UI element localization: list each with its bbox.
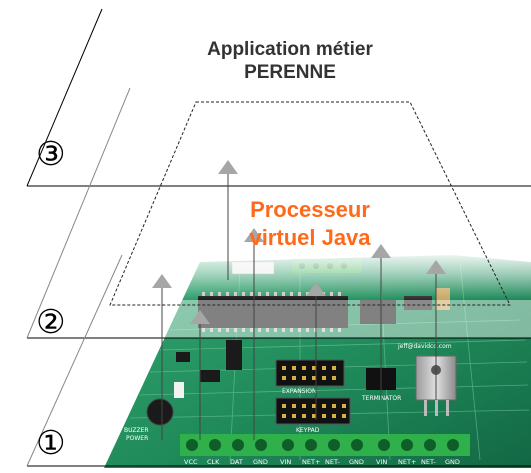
application-title: Application métier PERENNE xyxy=(150,38,430,84)
layer-1-edge xyxy=(26,254,123,467)
processor-label-line2: virtuel Java xyxy=(249,225,371,250)
pin-label: NET- xyxy=(325,458,340,466)
keypad-pins xyxy=(282,404,346,418)
power-switch xyxy=(174,382,184,398)
buzzer xyxy=(146,398,174,426)
regulator-legs xyxy=(424,400,449,416)
microcontroller-chip xyxy=(198,296,348,328)
secondary-chip xyxy=(360,300,396,324)
arrow xyxy=(426,260,446,400)
board-fade xyxy=(170,250,531,300)
arrow xyxy=(306,282,326,420)
pin-label: NET- xyxy=(421,458,436,466)
vm-plane xyxy=(109,101,511,306)
component-small-ic xyxy=(200,370,220,382)
pin-label: CLK xyxy=(207,458,220,466)
keypad-header xyxy=(275,397,351,425)
layer-number-1: ① xyxy=(36,423,66,462)
keypad-label: KEYPAD xyxy=(296,427,320,434)
expansion-pins xyxy=(282,366,336,380)
layer-3-edge xyxy=(26,8,103,187)
processor-label-line1: Processeur xyxy=(250,197,370,222)
layer-number-2: ② xyxy=(36,302,66,341)
component-dip xyxy=(226,340,242,370)
pin-label: VIN xyxy=(280,458,291,466)
pin-label: GND xyxy=(349,458,364,466)
power-label: POWER xyxy=(126,435,148,442)
arrow xyxy=(371,244,391,400)
pin-label: VIN xyxy=(376,458,387,466)
circuit-board: EXPANSION KEYPAD TERMINATOR jeff@davidco… xyxy=(104,250,531,468)
url-label: jeff@davidco.com xyxy=(397,343,452,350)
arrows xyxy=(152,160,446,440)
processor-label: Processeur virtuel Java xyxy=(200,196,420,252)
arrow xyxy=(190,310,210,440)
layer-2-band xyxy=(150,300,531,338)
application-title-line1: Application métier xyxy=(207,39,373,60)
bottom-terminal-screws xyxy=(186,439,459,451)
bottom-terminal-block xyxy=(180,434,470,456)
pin-label: VCC xyxy=(184,458,198,466)
pin-label: DAT xyxy=(230,458,243,466)
pin-label: NET+ xyxy=(398,458,416,466)
buzzer-label: BUZZER xyxy=(124,427,149,434)
expansion-header xyxy=(275,359,345,387)
pin-label: GND xyxy=(445,458,460,466)
pin-label: NET+ xyxy=(302,458,320,466)
layer-number-3: ③ xyxy=(36,134,66,173)
component-c13 xyxy=(176,352,190,362)
arrow xyxy=(218,160,238,280)
pin-labels: VCC CLK DAT GND VIN NET+ NET- GND VIN NE… xyxy=(184,458,460,466)
layer-2-edge xyxy=(26,87,131,339)
expansion-label: EXPANSION xyxy=(282,388,317,395)
application-title-line2: PERENNE xyxy=(244,62,336,83)
arrow xyxy=(152,274,172,440)
pin-label: GND xyxy=(253,458,268,466)
arrow xyxy=(244,228,264,440)
